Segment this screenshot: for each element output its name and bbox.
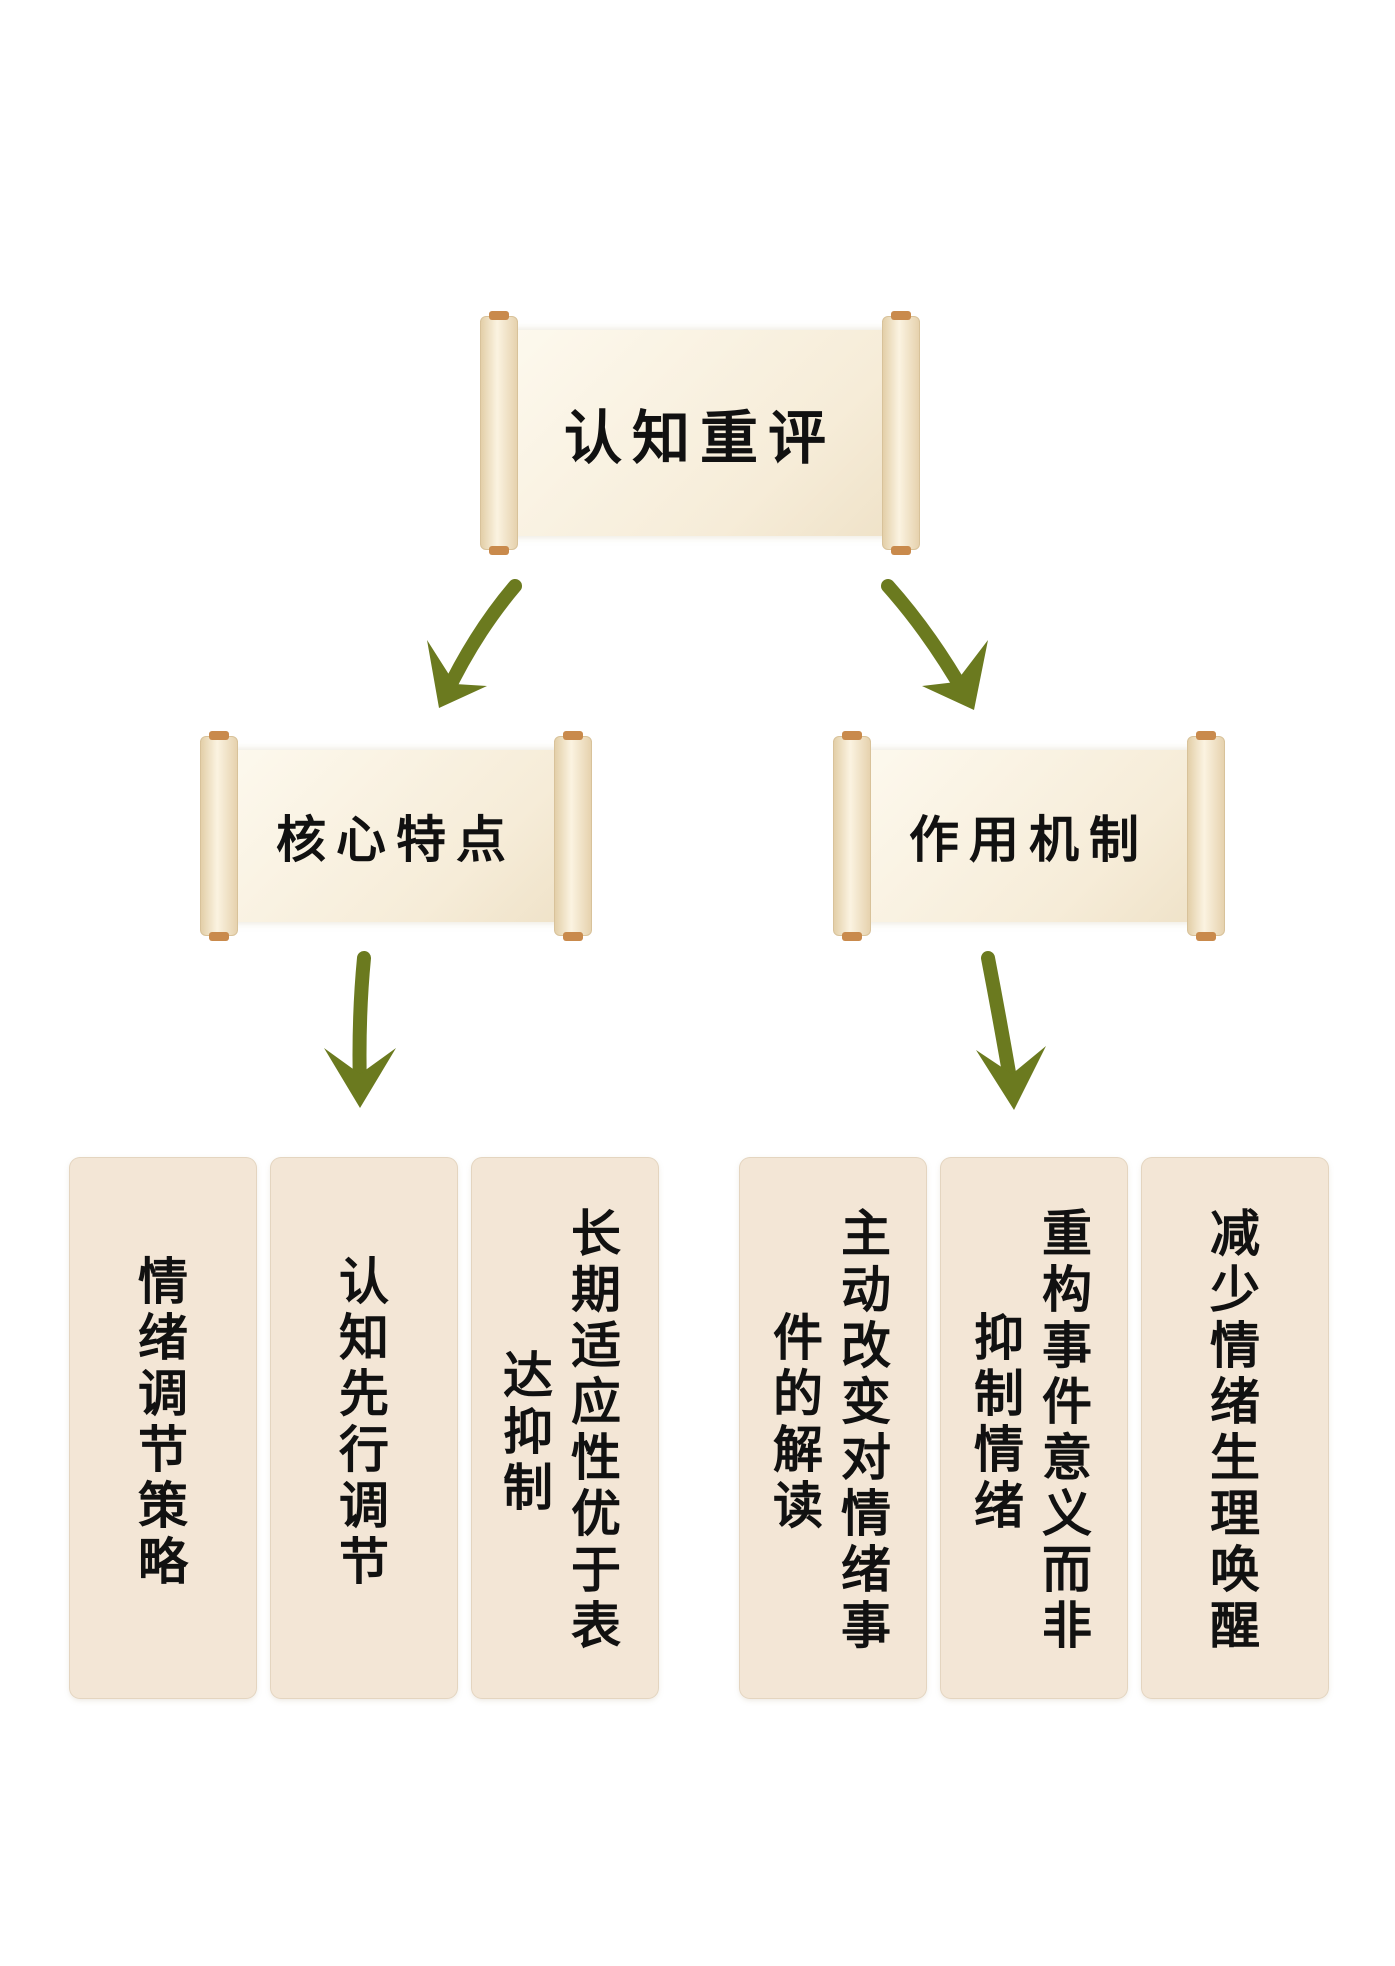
card-text-line: 抑制情绪 bbox=[974, 1308, 1024, 1535]
card-text-line: 件的解读 bbox=[773, 1308, 823, 1535]
scroll-paper bbox=[506, 330, 894, 536]
branch-title-features: 核心特点 bbox=[276, 810, 516, 869]
card-actively-change-interpretation: 主动改变对情绪事 件的解读 bbox=[740, 1158, 926, 1698]
card-emotion-regulation-strategy: 情绪调节策略 bbox=[70, 1158, 256, 1698]
card-reframe-event-meaning: 重构事件意义而非 抑制情绪 bbox=[941, 1158, 1127, 1698]
card-text-line: 认知先行调节 bbox=[339, 1252, 389, 1591]
scroll-roll-right bbox=[554, 731, 592, 941]
card-antecedent-focused: 认知先行调节 bbox=[271, 1158, 457, 1698]
card-text-line: 主动改变对情绪事 bbox=[841, 1204, 891, 1655]
scroll-roll-right bbox=[882, 311, 920, 555]
arrow-mechanism-to-items bbox=[976, 951, 1046, 1110]
root-title: 认知重评 bbox=[563, 404, 836, 472]
scroll-roll-right bbox=[1187, 731, 1225, 941]
arrow-features-to-items bbox=[324, 951, 396, 1108]
card-text-line: 情绪调节策略 bbox=[138, 1252, 188, 1591]
scroll-paper bbox=[859, 750, 1199, 922]
card-reduce-physiological-arousal: 减少情绪生理唤醒 bbox=[1142, 1158, 1328, 1698]
card-text-line: 长期适应性优于表 bbox=[571, 1204, 621, 1655]
scroll-paper bbox=[226, 750, 566, 922]
branch-scroll-features: 核心特点 bbox=[200, 728, 592, 944]
card-long-term-adaptive: 长期适应性优于表 达抑制 bbox=[472, 1158, 658, 1698]
card-text-line: 达抑制 bbox=[503, 1346, 553, 1517]
scroll-roll-left bbox=[200, 731, 238, 941]
card-text-line: 重构事件意义而非 bbox=[1042, 1204, 1092, 1655]
arrow-root-to-mechanism bbox=[881, 579, 988, 710]
branch-scroll-mechanism: 作用机制 bbox=[833, 728, 1225, 944]
card-text-line: 减少情绪生理唤醒 bbox=[1210, 1204, 1260, 1655]
scroll-roll-left bbox=[833, 731, 871, 941]
scroll-roll-left bbox=[480, 311, 518, 555]
root-scroll: 认知重评 bbox=[480, 308, 920, 558]
branch-title-mechanism: 作用机制 bbox=[909, 810, 1149, 869]
arrow-root-to-features bbox=[427, 579, 522, 708]
